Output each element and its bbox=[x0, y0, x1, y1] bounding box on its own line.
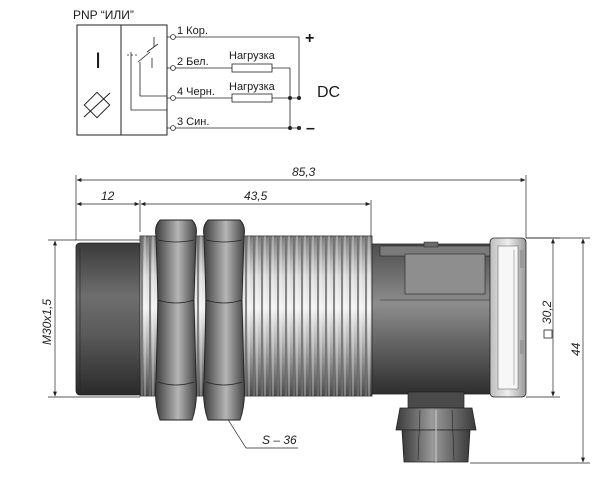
minus-sign: – bbox=[306, 120, 315, 137]
supply-label: DC bbox=[317, 84, 340, 101]
wiring-schematic: PNP “ИЛИ” I bbox=[73, 8, 340, 137]
plus-sign: + bbox=[305, 30, 314, 47]
label-plate bbox=[404, 253, 486, 295]
lock-nut-2 bbox=[203, 219, 245, 421]
pin-label-4: 4 Черн. bbox=[177, 86, 215, 98]
pin-label-1: 1 Кор. bbox=[177, 25, 208, 37]
load-resistor-1 bbox=[231, 63, 273, 73]
load-resistor-2 bbox=[231, 93, 273, 103]
dim-thread-size: M30x1,5 bbox=[40, 299, 54, 345]
pin-label-3: 3 Син. bbox=[177, 116, 209, 128]
square-icon bbox=[543, 329, 553, 339]
lock-nut-1 bbox=[155, 219, 197, 421]
dim-thread: 43,5 bbox=[244, 189, 268, 203]
load-label-2: Нагрузка bbox=[229, 81, 276, 93]
sensor-box bbox=[76, 24, 168, 136]
switch-symbol-icon bbox=[127, 37, 167, 111]
dim-total: 85,3 bbox=[292, 165, 316, 179]
dim-square: 30,2 bbox=[540, 300, 554, 324]
sensor-body bbox=[75, 219, 527, 463]
schematic-title: PNP “ИЛИ” bbox=[73, 8, 134, 22]
pin-label-2: 2 Бел. bbox=[177, 56, 209, 68]
dim-front: 12 bbox=[101, 189, 115, 203]
load-label-1: Нагрузка bbox=[229, 50, 276, 62]
inductive-symbol-icon bbox=[83, 91, 111, 119]
sensing-face bbox=[75, 242, 143, 396]
dimension-lines bbox=[48, 175, 590, 464]
dim-height: 44 bbox=[569, 342, 583, 356]
symbol-label: I bbox=[95, 48, 101, 73]
led-cap bbox=[489, 237, 527, 398]
housing-head bbox=[371, 241, 493, 395]
wrench-size: S – 36 bbox=[262, 433, 297, 447]
cable-gland bbox=[395, 391, 477, 463]
